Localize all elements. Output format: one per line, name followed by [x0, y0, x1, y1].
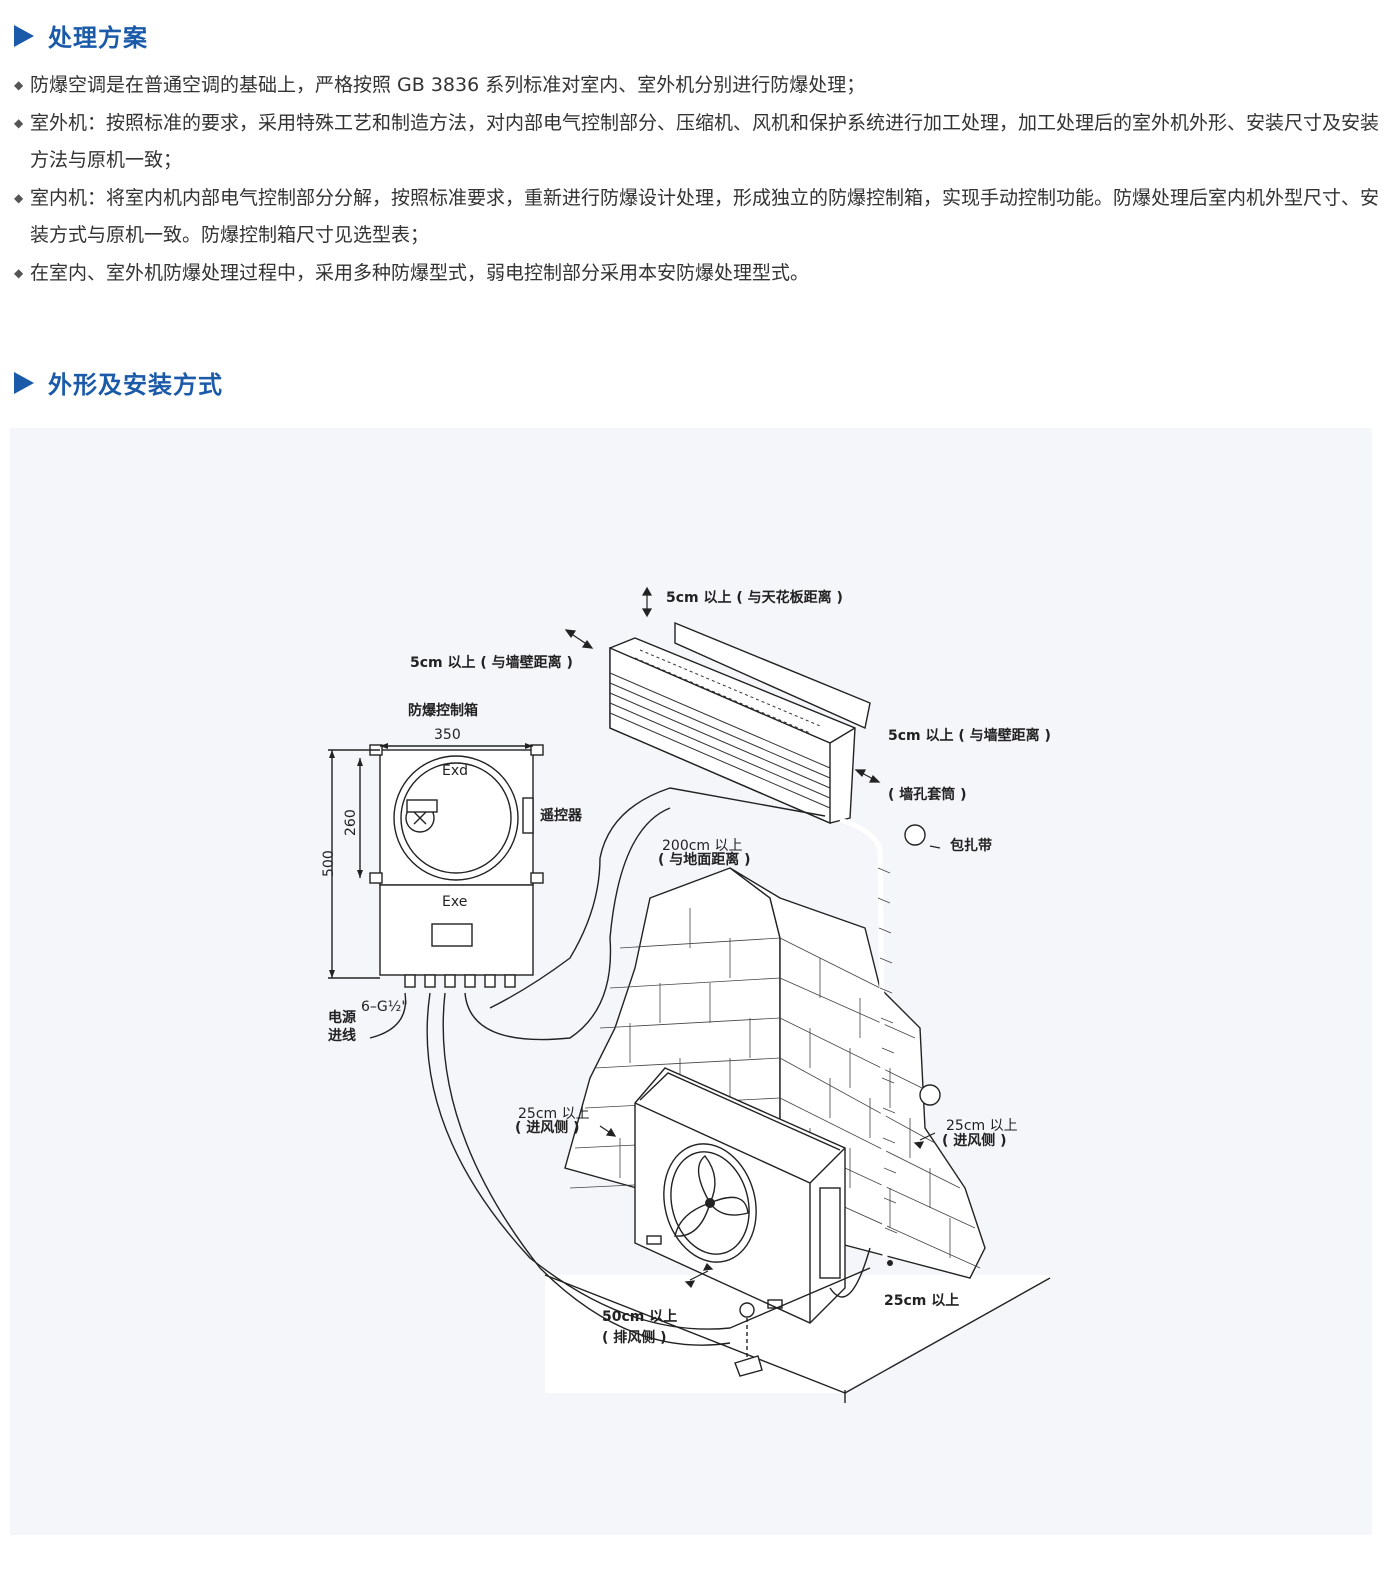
- dimension-height-total: 500: [321, 850, 337, 877]
- section-header-installation: 外形及安装方式: [14, 365, 223, 400]
- label-exhaust-2: ( 排风侧 ): [602, 1329, 667, 1346]
- label-inlet-right-2: ( 进风侧 ): [942, 1132, 1007, 1149]
- list-item: ◆防爆空调是在普通空调的基础上，严格按照 GB 3836 系列标准对室内、室外机…: [14, 67, 1384, 105]
- label-power-2: 进线: [328, 1027, 356, 1044]
- label-tie-band: 包扎带: [950, 837, 992, 854]
- label-bottom-clearance: 25cm 以上: [884, 1293, 959, 1309]
- label-exd: Exd: [442, 763, 468, 779]
- list-item: ◆室外机：按照标准的要求，采用特殊工艺和制造方法，对内部电气控制部分、压缩机、风…: [14, 105, 1384, 180]
- label-wall-clearance-left: 5cm 以上 ( 与墙壁距离 ): [410, 654, 573, 671]
- dimension-height-upper: 260: [343, 809, 359, 836]
- label-thread: 6–G½": [361, 999, 408, 1015]
- label-control-box: 防爆控制箱: [408, 702, 478, 719]
- list-item: ◆室内机：将室内机内部电气控制部分分解，按照标准要求，重新进行防爆设计处理，形成…: [14, 180, 1384, 255]
- label-inlet-right-1: 25cm 以上: [946, 1118, 1018, 1134]
- diamond-bullet-icon: ◆: [14, 78, 24, 92]
- indoor-unit: [609, 621, 871, 825]
- diamond-bullet-icon: ◆: [14, 115, 24, 130]
- triangle-bullet-icon: [14, 24, 34, 47]
- installation-diagram-panel: 5cm 以上 ( 与天花板距离 ) 5cm 以上 ( 与墙壁距离 ) 5cm 以…: [10, 428, 1372, 1535]
- list-item: ◆在室内、室外机防爆处理过程中，采用多种防爆型式，弱电控制部分采用本安防爆处理型…: [14, 255, 1384, 293]
- label-ground-clearance-1: 200cm 以上: [662, 838, 743, 854]
- label-ground-clearance-2: ( 与地面距离 ): [658, 851, 751, 868]
- section-title-processing: 处理方案: [48, 24, 148, 52]
- section-title-installation: 外形及安装方式: [48, 371, 223, 399]
- section-header-processing: 处理方案: [14, 18, 148, 53]
- label-exe: Exe: [442, 894, 467, 910]
- dimension-width: 350: [434, 727, 461, 743]
- explosion-proof-control-box: [328, 743, 544, 988]
- diamond-bullet-icon: ◆: [14, 265, 24, 280]
- label-exhaust-1: 50cm 以上: [602, 1309, 677, 1325]
- processing-list: ◆防爆空调是在普通空调的基础上，严格按照 GB 3836 系列标准对室内、室外机…: [14, 67, 1384, 292]
- label-inlet-left-1: 25cm 以上: [518, 1106, 590, 1122]
- label-wall-sleeve: ( 墙孔套筒 ): [888, 786, 967, 803]
- label-power-1: 电源: [328, 1009, 356, 1026]
- label-wall-clearance-right: 5cm 以上 ( 与墙壁距离 ): [888, 727, 1051, 744]
- outdoor-unit: [634, 1067, 846, 1324]
- label-ceiling-clearance: 5cm 以上 ( 与天花板距离 ): [666, 589, 843, 606]
- installation-diagram: 5cm 以上 ( 与天花板距离 ) 5cm 以上 ( 与墙壁距离 ) 5cm 以…: [321, 586, 1051, 1403]
- diamond-bullet-icon: ◆: [14, 190, 24, 205]
- triangle-bullet-icon: [14, 371, 34, 394]
- label-inlet-left-2: ( 进风侧 ): [515, 1119, 580, 1136]
- label-remote-control: 遥控器: [540, 807, 583, 824]
